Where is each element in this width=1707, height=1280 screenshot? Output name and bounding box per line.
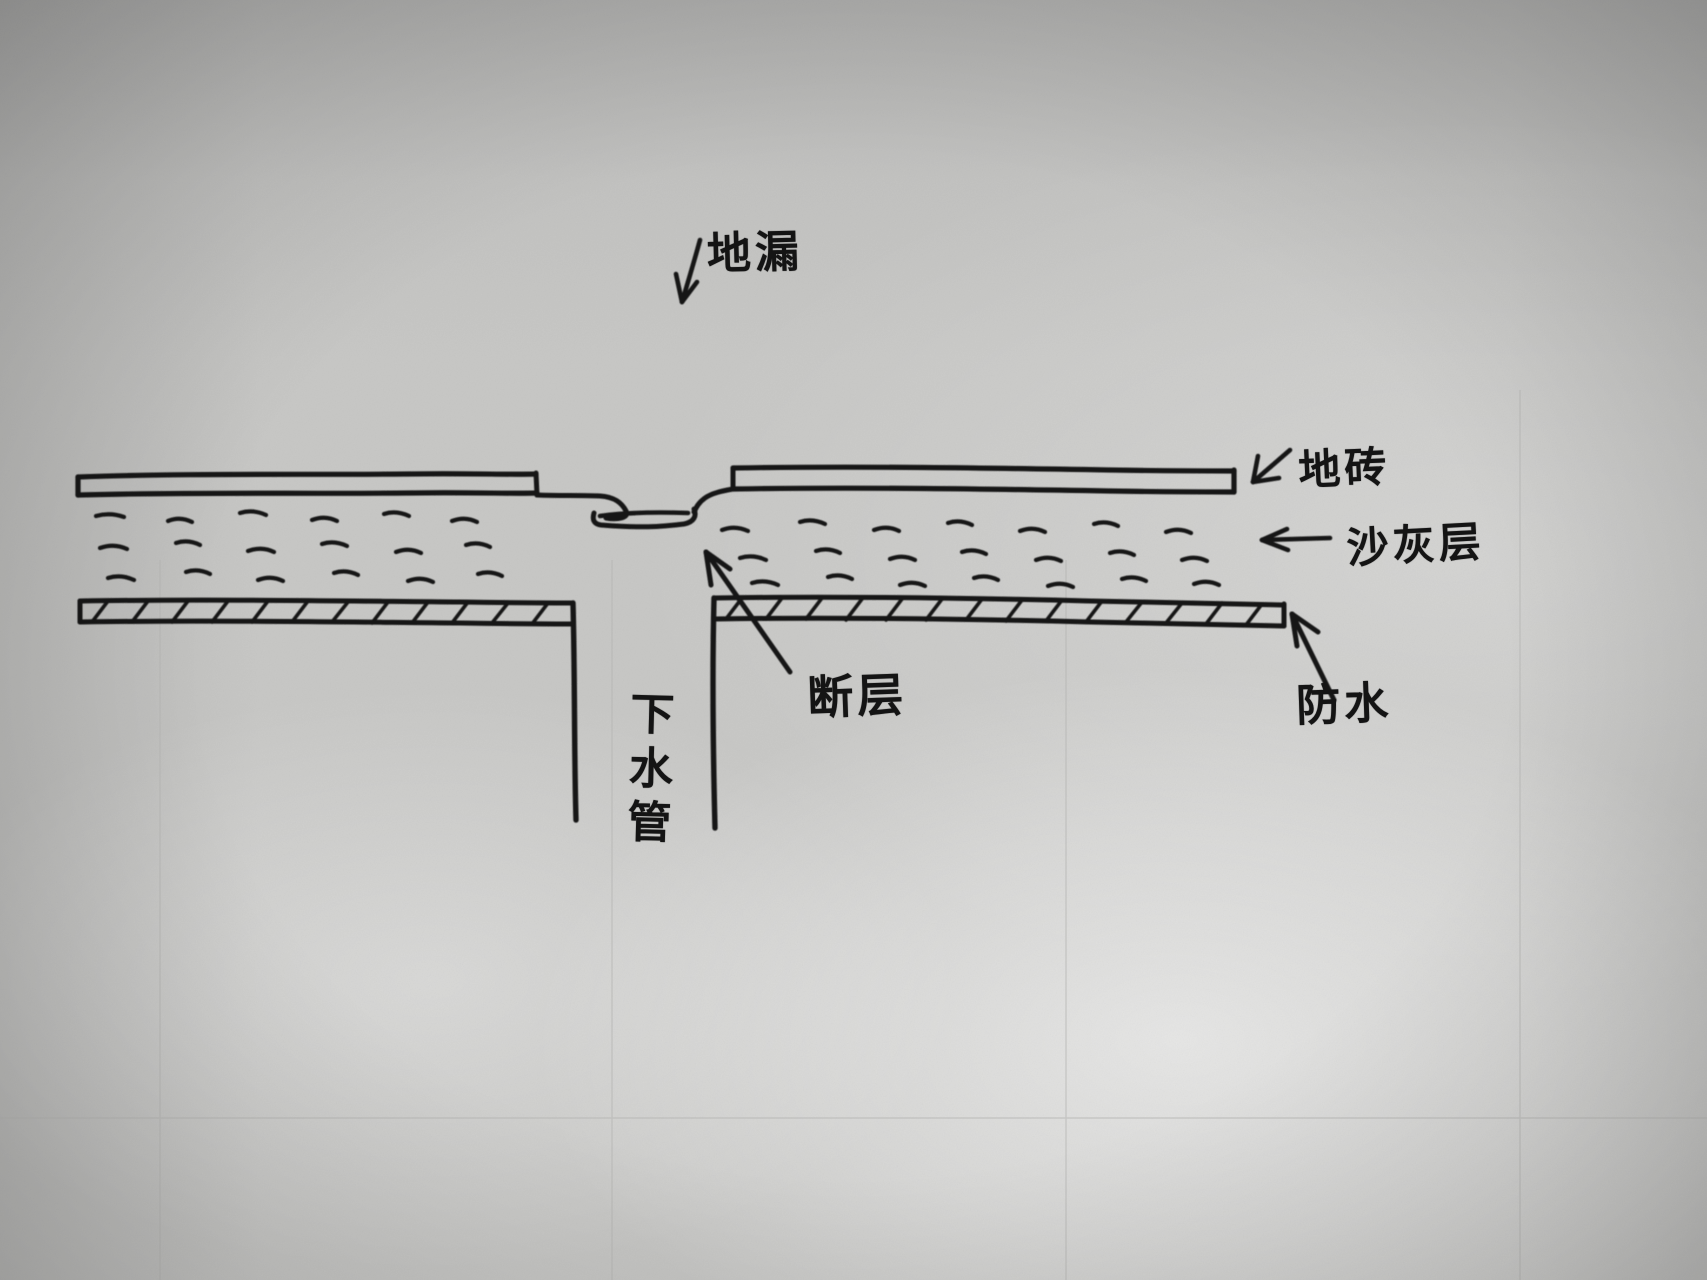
waterproof-hatch-left: [90, 599, 550, 626]
label-fault-break: 断层: [806, 667, 909, 725]
fault-break-arrow: [703, 549, 793, 675]
waterproof-hatch-right: [724, 596, 1264, 627]
waterproof-membrane-left: [77, 597, 575, 627]
floor-drain-trap: [534, 486, 736, 530]
sand-cement-arrow: [1259, 526, 1333, 553]
waterproof-membrane-right: [711, 594, 1287, 629]
paper-grid-lines: [0, 390, 1707, 1280]
floor-tile-slab-right: [730, 464, 1237, 495]
label-floor-drain: 地漏: [706, 226, 804, 280]
label-sand-cement-layer: 沙灰层: [1345, 516, 1486, 573]
drain-pipe-walls: [570, 595, 718, 831]
label-waterproof: 防水: [1295, 677, 1394, 732]
label-floor-tile: 地砖: [1297, 441, 1392, 495]
sand-cement-layer-speckles: [93, 509, 1222, 590]
label-drain-pipe: 下水管: [618, 690, 674, 854]
floor-tile-slab-left: [75, 470, 540, 498]
floor-tile-arrow: [1250, 447, 1293, 485]
waterproof-arrow: [1289, 611, 1337, 703]
floor-drain-arrow: [673, 237, 703, 305]
